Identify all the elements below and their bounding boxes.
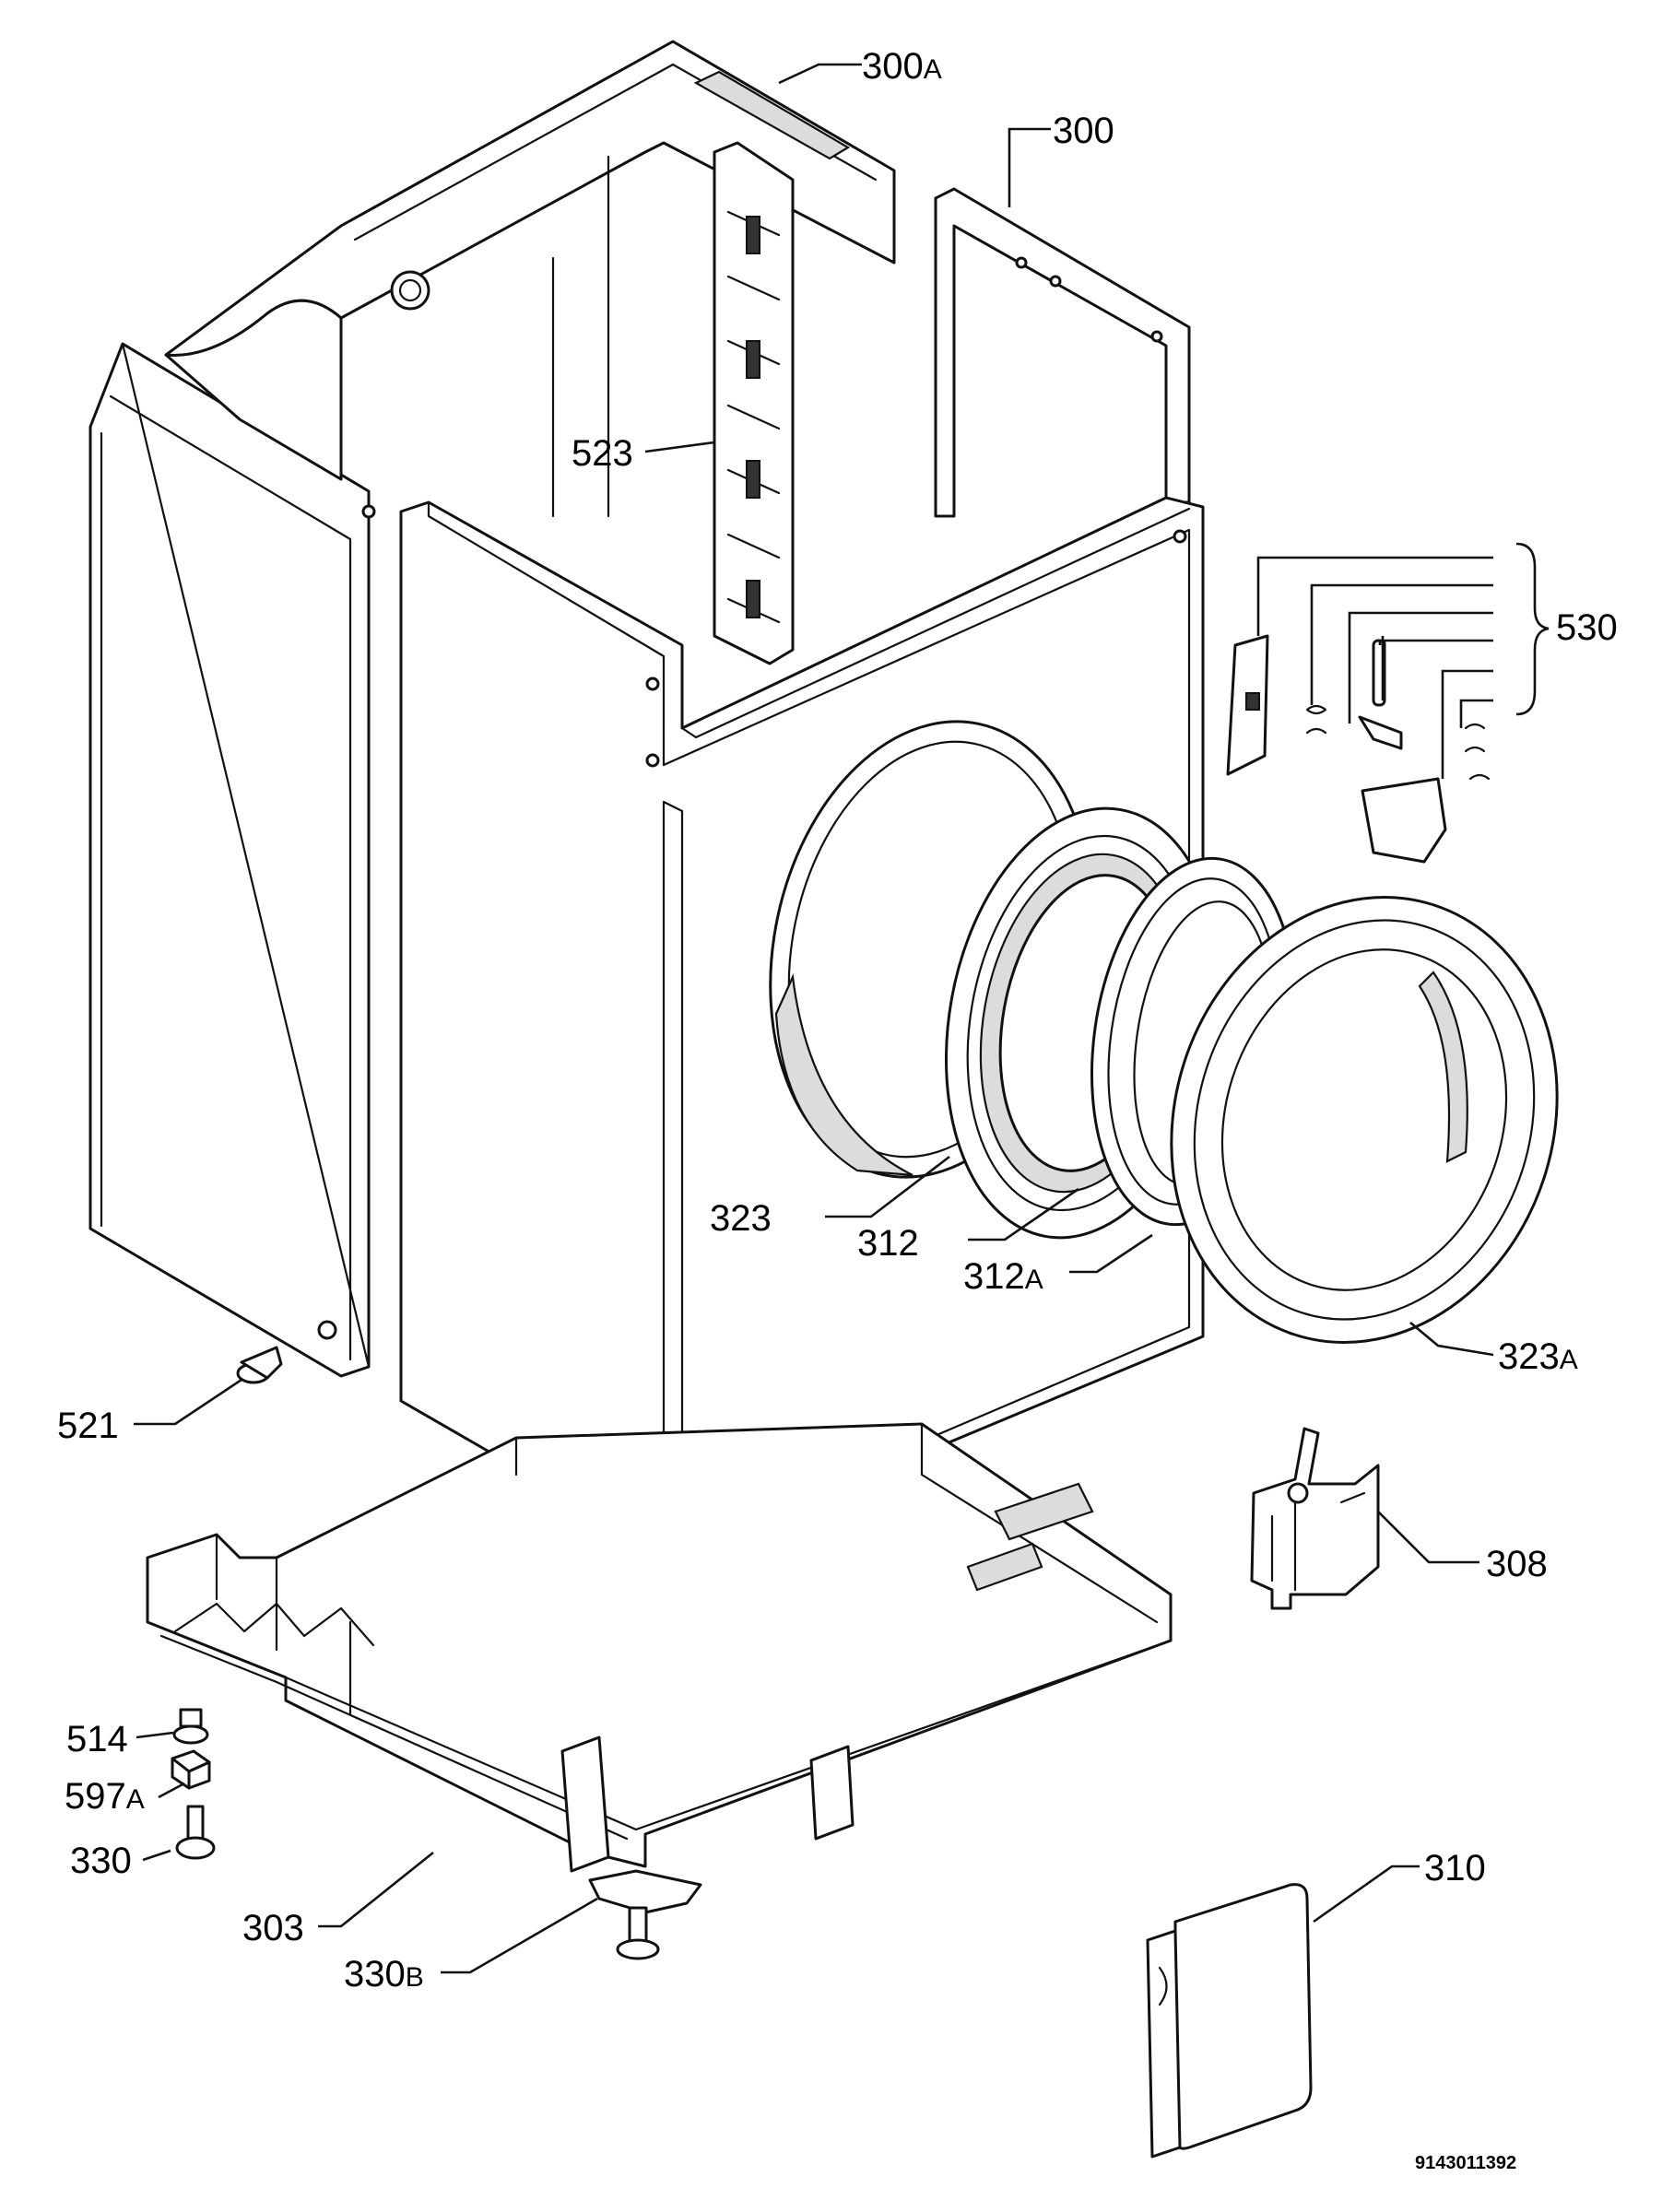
right-side-panel xyxy=(934,187,1191,518)
label-300: 300 xyxy=(1053,111,1114,151)
nut-597a xyxy=(171,1749,211,1790)
label-323a: 323A xyxy=(1498,1336,1578,1377)
label-310: 310 xyxy=(1424,1848,1486,1888)
drawing-reference-number: 9143011392 xyxy=(1415,2153,1516,2173)
label-521: 521 xyxy=(57,1406,119,1446)
left-side-panel xyxy=(88,342,376,1378)
part-labels: 300A 300 523 530 323 312 312A 323A 521 3… xyxy=(57,46,1618,2173)
leader-330b xyxy=(441,1897,598,1974)
rear-strip-523 xyxy=(713,141,795,665)
label-530: 530 xyxy=(1556,607,1618,648)
screw-330 xyxy=(175,1805,216,1860)
leader-530-3 xyxy=(1348,611,1493,724)
leader-330 xyxy=(142,1849,171,1862)
label-514: 514 xyxy=(66,1719,128,1759)
door-frame-323a xyxy=(1170,896,1559,1344)
label-300a: 300A xyxy=(862,46,942,87)
service-cover-310 xyxy=(1146,1883,1313,2159)
leader-310 xyxy=(1313,1865,1420,1924)
door-lock-308 xyxy=(1250,1427,1380,1610)
leader-597a xyxy=(158,1782,185,1799)
leader-lines xyxy=(134,63,1550,1974)
leader-530-1 xyxy=(1256,556,1493,636)
label-308: 308 xyxy=(1486,1544,1548,1584)
label-312a: 312A xyxy=(963,1256,1043,1297)
base-frame-303 xyxy=(146,1422,1173,1873)
label-330: 330 xyxy=(70,1841,132,1881)
brace-530 xyxy=(1515,542,1550,716)
label-597a: 597A xyxy=(65,1776,145,1817)
leader-312 xyxy=(968,1187,1079,1241)
leader-530-2 xyxy=(1310,583,1493,705)
rear-frame-panel xyxy=(164,40,896,518)
label-323: 323 xyxy=(710,1198,772,1239)
leader-308 xyxy=(1377,1511,1479,1564)
foot-330b xyxy=(588,1869,702,1960)
leader-521 xyxy=(134,1378,242,1426)
label-523: 523 xyxy=(572,433,633,474)
leader-530-7 xyxy=(1381,639,1493,700)
leader-300a xyxy=(778,63,862,85)
leader-323a xyxy=(1409,1322,1494,1357)
label-330b: 330B xyxy=(344,1954,424,1994)
leader-312a xyxy=(1069,1233,1153,1274)
leader-523 xyxy=(644,441,715,453)
leader-514 xyxy=(136,1731,174,1739)
leader-530-9 xyxy=(1459,699,1493,728)
front-panel xyxy=(399,496,1205,1559)
bolt-514 xyxy=(172,1708,209,1745)
leader-300 xyxy=(1008,127,1051,207)
leader-323 xyxy=(825,1155,950,1218)
label-303: 303 xyxy=(242,1908,304,1948)
door-seal-assembly xyxy=(944,806,1298,1240)
label-312: 312 xyxy=(857,1223,919,1264)
leader-530-8 xyxy=(1441,669,1493,779)
screw-521 xyxy=(236,1346,283,1384)
leader-303 xyxy=(318,1851,434,1928)
